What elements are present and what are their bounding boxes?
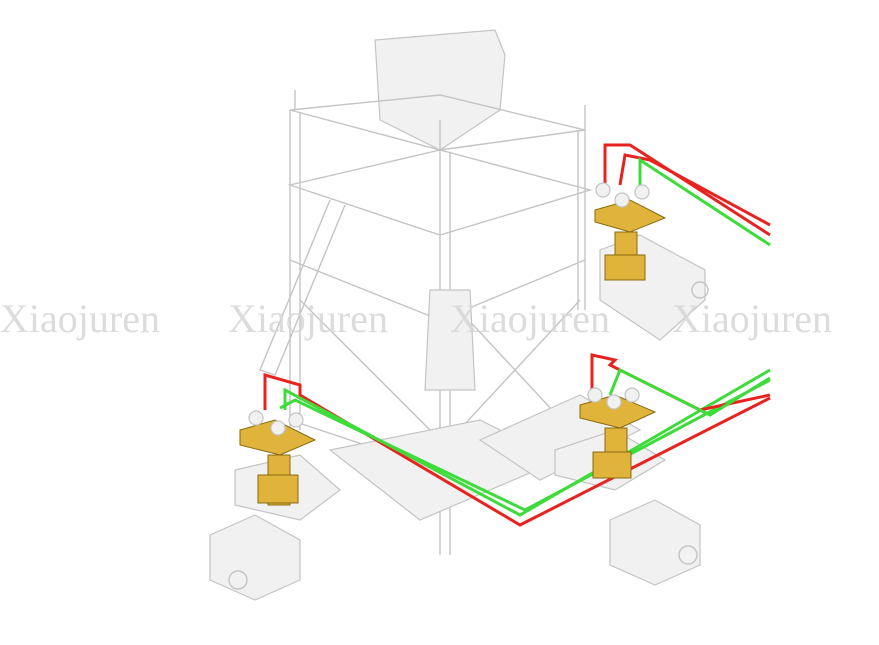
dosing-unit-left: [239, 410, 317, 506]
watermark-text: Xiaojuren: [228, 296, 388, 341]
dosing-unit-top-right: [594, 182, 667, 281]
mid-platform: [287, 149, 593, 236]
watermark-text: Xiaojuren: [672, 296, 832, 341]
watermark: Xiaojuren Xiaojuren Xiaojuren Xiaojuren: [0, 296, 832, 341]
watermark-text: Xiaojuren: [0, 296, 160, 341]
watermark-text: Xiaojuren: [450, 296, 610, 341]
dosing-unit-bottom-right: [579, 387, 657, 479]
film-bubble: [424, 289, 476, 391]
